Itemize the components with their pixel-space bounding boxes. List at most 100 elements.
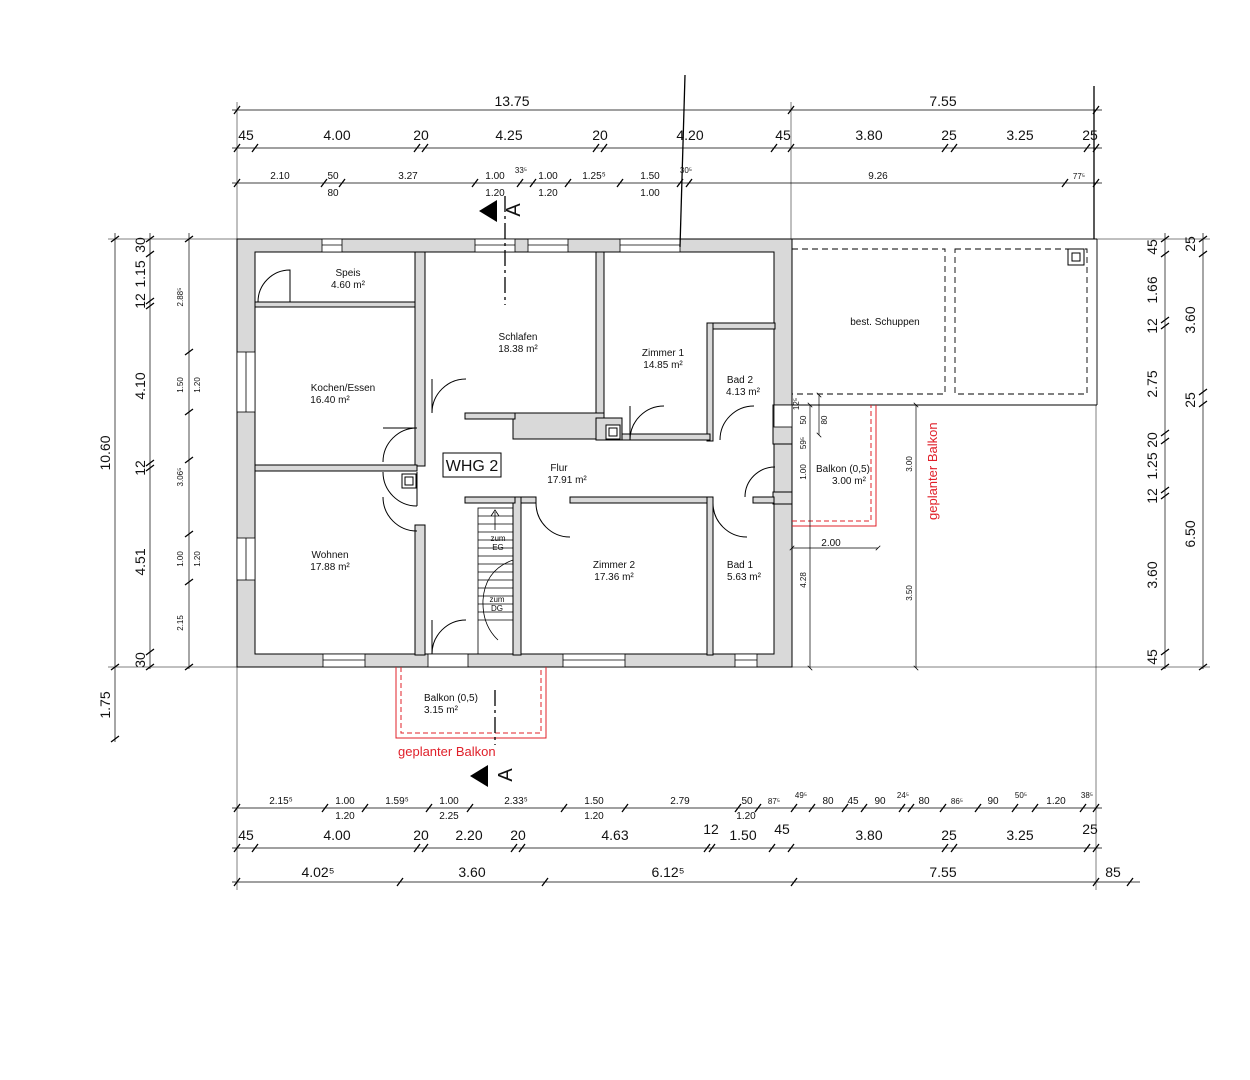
stair (477, 507, 514, 655)
room-area-wohnen: 17.88 m² (310, 562, 350, 573)
dim-bot-2-1: 4.00 (323, 827, 350, 843)
dim-bot-1-3: 1.59⁵ (385, 796, 409, 807)
balcony-right-d7: 12⁵ (792, 398, 801, 410)
dim-bot-2-0: 45 (238, 827, 254, 843)
room-name-bad2: Bad 2 (727, 375, 754, 386)
dim-bot-1-7: 1.50 (584, 796, 604, 807)
dim-right-inner-6: 12 (1144, 488, 1160, 504)
dim-top-2-6: 45 (775, 127, 791, 143)
dim-right-inner-1: 1.66 (1144, 276, 1160, 303)
dim-top-2-7: 3.80 (855, 127, 882, 143)
dim-top-3-14: 77⁵ (1073, 172, 1085, 181)
balcony-right-d3: 1.00 (799, 464, 808, 480)
dim-left-inner-4: 1.00 (176, 551, 185, 567)
shed (791, 238, 1098, 406)
dim-left-mid-1: 1.15 (132, 260, 148, 287)
shafts (401, 248, 1085, 489)
room-name-flur: Flur (550, 463, 568, 474)
dim-top-3-0: 2.10 (270, 171, 290, 182)
dim-top-3-4: 1.00 (485, 171, 505, 182)
dim-right-outer-1: 3.60 (1182, 306, 1198, 333)
stair-up-label-1: zum (490, 534, 505, 543)
dim-left-inner-0: 2.88⁵ (176, 288, 185, 307)
room-area-zimmer1: 14.85 m² (643, 360, 683, 371)
dim-bot-3-1: 3.60 (458, 864, 485, 880)
dim-bot-1-11: 1.20 (736, 811, 756, 822)
windows (236, 238, 793, 668)
dimension-text-bottom: 2.15⁵ 1.00 1.20 1.59⁵ 1.00 2.25 2.33⁵ 1.… (238, 791, 1121, 880)
dim-left-inner-2: 1.20 (193, 377, 202, 393)
room-area-speis: 4.60 m² (331, 280, 366, 291)
dim-left-inner-6: 2.15 (176, 615, 185, 631)
stair-down-label-1: zum (489, 595, 504, 604)
dim-bot-2-10: 25 (941, 827, 957, 843)
room-area-bad1: 5.63 m² (727, 572, 762, 583)
dim-bot-3-0: 4.02⁵ (301, 864, 334, 880)
unit-label-box (442, 452, 502, 478)
dim-bot-1-8: 1.20 (584, 811, 604, 822)
dimension-lines (114, 109, 1204, 883)
dim-top-3-6: 33⁵ (515, 166, 527, 175)
dim-bot-1-0: 2.15⁵ (269, 796, 293, 807)
balcony-right-area: 3.00 m² (832, 476, 867, 487)
balconies (395, 405, 877, 739)
room-name-wohnen: Wohnen (311, 550, 348, 561)
dim-bot-2-6: 12 (703, 821, 719, 837)
extension-lines (108, 102, 1210, 890)
unit-label: WHG 2 (446, 458, 499, 475)
balcony-right-d4: 4.28 (799, 572, 808, 588)
dim-bot-1-23: 38⁵ (1081, 791, 1093, 800)
balcony-right-width: 2.00 (821, 538, 841, 549)
room-name-speis: Speis (335, 268, 360, 279)
dim-top-3-3: 3.27 (398, 171, 418, 182)
doors (257, 269, 776, 655)
dimension-text-right: 45 1.66 12 2.75 20 1.25 12 3.60 45 25 3.… (1144, 236, 1198, 665)
dim-left-mid-5: 4.51 (132, 548, 148, 575)
dim-top-3-8: 1.20 (538, 188, 558, 199)
dim-bot-1-9: 2.79 (670, 796, 690, 807)
dim-top-3-9: 1.25⁵ (582, 171, 606, 182)
section-label-top: A (503, 203, 525, 217)
dim-top-2-3: 4.25 (495, 127, 522, 143)
balcony-bottom-name: Balkon (0,5) (424, 693, 478, 704)
dim-right-inner-3: 2.75 (1144, 370, 1160, 397)
dim-bot-2-4: 20 (510, 827, 526, 843)
balcony-right-d5: 80 (820, 415, 829, 424)
stair-down-label-2: DG (491, 604, 503, 613)
dim-top-3-12: 30⁵ (680, 166, 692, 175)
dim-right-inner-0: 45 (1144, 239, 1160, 255)
dim-bot-3-4: 85 (1105, 864, 1121, 880)
room-area-flur: 17.91 m² (547, 475, 587, 486)
dim-top-2-1: 4.00 (323, 127, 350, 143)
walls (236, 238, 793, 668)
dim-bot-2-12: 25 (1082, 821, 1098, 837)
dim-bot-1-13: 49⁵ (795, 791, 807, 800)
dim-bot-1-10: 50 (741, 796, 753, 807)
dim-bot-2-3: 2.20 (455, 827, 482, 843)
room-name-schlafen: Schlafen (499, 332, 538, 343)
room-name-zimmer1: Zimmer 1 (642, 348, 685, 359)
dim-bot-1-19: 86⁵ (951, 797, 963, 806)
dim-bot-2-8: 45 (774, 821, 790, 837)
dim-top-3-2: 80 (327, 188, 339, 199)
dim-top-2-8: 25 (941, 127, 957, 143)
dimension-text-left: 10.60 1.75 30 1.15 12 4.10 12 4.51 30 2.… (97, 237, 202, 719)
dim-bot-1-12: 87⁵ (768, 797, 780, 806)
balcony-right-name: Balkon (0,5) (816, 464, 870, 475)
dim-right-inner-2: 12 (1144, 318, 1160, 334)
dim-left-mid-3: 4.10 (132, 372, 148, 399)
balcony-right-d8: 59⁵ (799, 437, 808, 449)
dim-left-outer-1: 1.75 (97, 691, 113, 718)
dim-bot-2-2: 20 (413, 827, 429, 843)
dim-bot-3-3: 7.55 (929, 864, 956, 880)
dim-bot-2-11: 3.25 (1006, 827, 1033, 843)
balcony-right-d2: 3.50 (905, 585, 914, 601)
dim-bot-1-20: 90 (987, 796, 999, 807)
dim-left-mid-2: 12 (132, 293, 148, 309)
dim-top-2-4: 20 (592, 127, 608, 143)
dim-right-inner-4: 20 (1144, 432, 1160, 448)
dim-bot-1-2: 1.20 (335, 811, 355, 822)
room-name-kochen: Kochen/Essen (311, 383, 376, 394)
dim-bot-1-14: 80 (822, 796, 834, 807)
room-name-schuppen: best. Schuppen (850, 317, 920, 328)
